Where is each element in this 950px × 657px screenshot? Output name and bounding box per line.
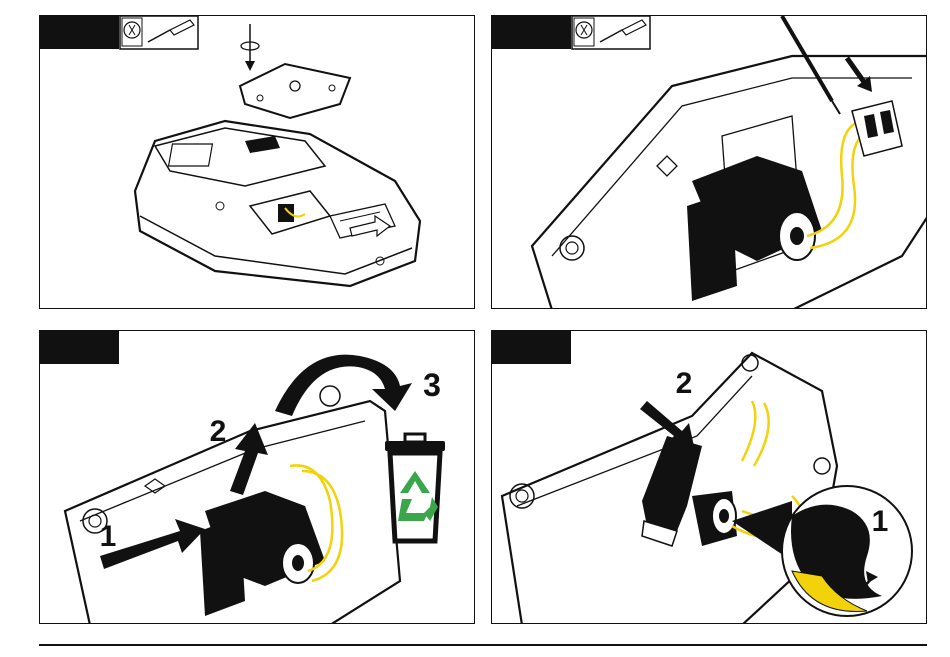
step-4-illustration: 2 1 <box>492 331 927 624</box>
step-number-1: 1 <box>100 520 117 553</box>
step-2-label-bar <box>492 16 571 49</box>
bottom-rule <box>39 644 927 646</box>
step-panel-4: 2 1 <box>491 330 927 624</box>
step-number-1: 1 <box>872 505 889 538</box>
step-panel-2 <box>491 15 927 309</box>
step-number-3: 3 <box>423 367 441 403</box>
screwdriver-icon <box>120 16 198 49</box>
step-2-illustration <box>492 16 927 309</box>
step-panel-1 <box>39 15 475 309</box>
step-number-2: 2 <box>210 415 227 448</box>
step-1-illustration <box>40 16 475 309</box>
screwdriver-icon <box>572 16 650 49</box>
step-number-2: 2 <box>676 367 693 400</box>
step-3-illustration: 1 2 3 <box>40 331 475 624</box>
step-3-label-bar <box>40 331 119 364</box>
trash-bin-icon <box>385 434 445 541</box>
step-4-label-bar <box>492 331 571 364</box>
step-1-label-bar <box>40 16 119 49</box>
step-panel-3: 1 2 3 <box>39 330 475 624</box>
